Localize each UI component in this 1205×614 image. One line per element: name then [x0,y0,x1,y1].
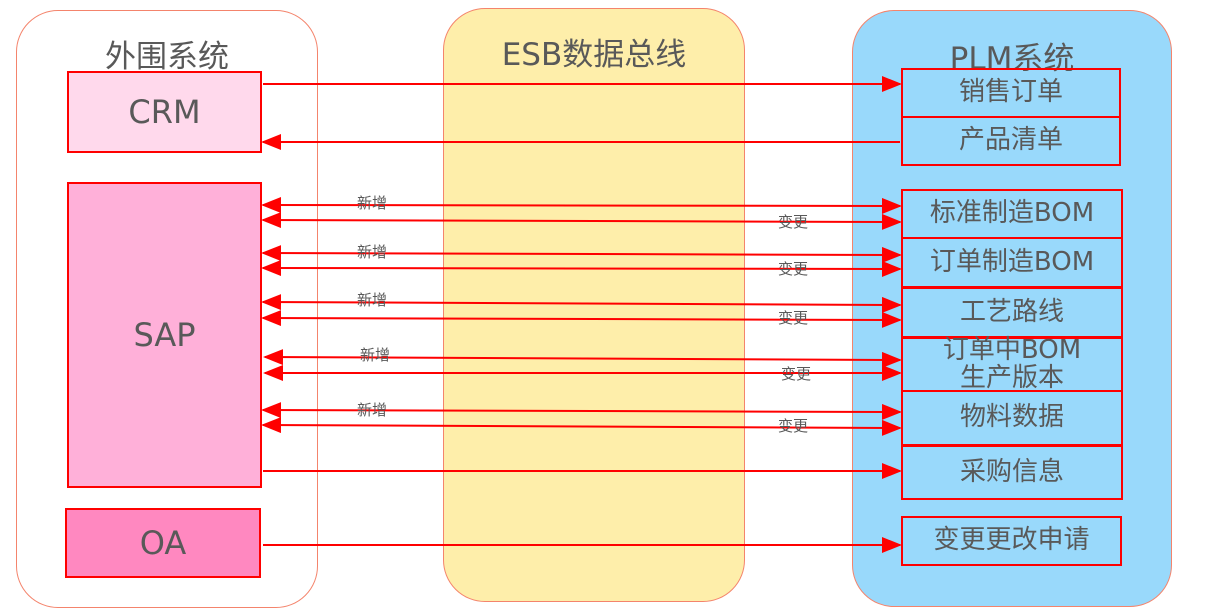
external-systems-title: 外围系统 [105,39,229,75]
plm-change-request: 变更更改申请 [901,516,1122,566]
plm-order-bom-line2: 生产版本 [959,362,1064,393]
plm-order-bom: 订单制造BOM [901,237,1123,288]
label-add: 新增 [357,194,387,212]
label-add: 新增 [357,291,387,309]
label-change: 变更 [778,309,808,327]
arrow-routing-add [261,294,902,313]
plm-routing: 工艺路线 [901,287,1123,338]
sap-box: SAP [67,182,262,488]
label-add: 新增 [360,346,390,364]
arrow-order-bom-change [261,260,902,277]
plm-product-list: 产品清单 [901,116,1121,166]
arrow-order-bom-add [261,245,902,263]
arrow-standard-bom-change [261,212,902,230]
label-change: 变更 [778,417,808,435]
plm-system-title: PLM系统 [949,41,1075,77]
label-add: 新增 [357,401,387,419]
esb-bus-title: ESB数据总线 [501,37,687,73]
oa-box: OA [65,508,261,578]
arrow-material-data-change [261,417,902,436]
arrow-standard-bom-add [261,197,902,214]
plm-system-panel: PLM系统 [852,10,1172,607]
label-change: 变更 [778,213,808,231]
plm-order-bom-production-version: 订单中BOM 生产版本 [901,335,1123,393]
label-change: 变更 [781,365,811,383]
plm-purchase-info: 采购信息 [901,445,1123,500]
plm-order-bom-line1: 订单中BOM [942,335,1082,366]
arrow-production-version-add [263,349,902,368]
label-change: 变更 [778,260,808,278]
label-add: 新增 [357,243,387,261]
arrow-material-data-add [261,402,902,420]
crm-box: CRM [67,71,262,153]
arrow-routing-change [261,310,902,328]
